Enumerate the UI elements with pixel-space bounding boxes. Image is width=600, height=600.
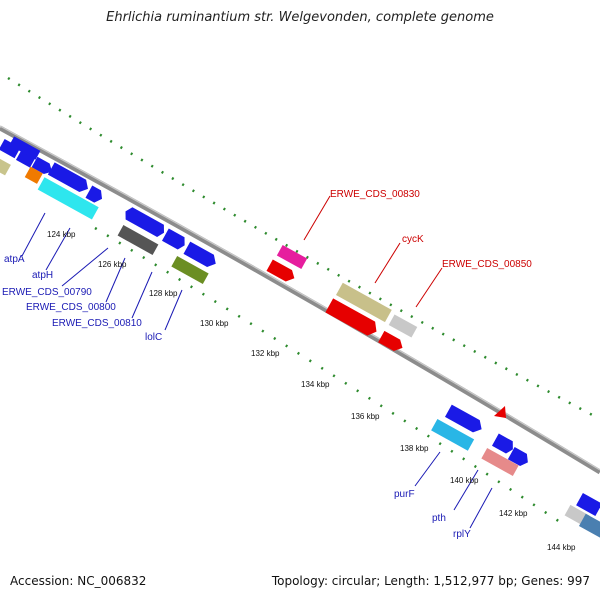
cds-feature — [31, 156, 53, 175]
tick-label: 140 kbp — [450, 476, 479, 485]
gene-label-00810: ERWE_CDS_00810 — [52, 318, 142, 329]
accession-text: Accession: NC_006832 — [10, 574, 147, 588]
gene-label-00790: ERWE_CDS_00790 — [2, 287, 92, 298]
tick-label: 138 kbp — [400, 444, 429, 453]
cds-feature — [325, 298, 377, 336]
cds-feature-rplY — [481, 448, 519, 476]
inner-dotted-track — [94, 226, 561, 524]
cds-feature — [183, 241, 216, 267]
cds-feature — [378, 330, 403, 352]
gene-label-atpH: atpH — [32, 270, 53, 281]
forward-strand-cds — [0, 136, 600, 541]
cds-feature — [24, 166, 43, 184]
cds-feature-purF — [431, 419, 475, 451]
tick-label: 136 kbp — [351, 412, 380, 421]
gene-label-00830: ERWE_CDS_00830 — [330, 189, 420, 200]
leader-lines-blue — [21, 212, 493, 529]
gene-label-atpA: atpA — [4, 254, 25, 265]
cds-feature — [494, 406, 506, 418]
cds-feature — [161, 228, 185, 250]
topology-text: Topology: circular; Length: 1,512,977 bp… — [271, 574, 590, 588]
cds-feature — [125, 207, 164, 237]
cds-feature — [578, 513, 600, 541]
cds-feature — [85, 185, 102, 203]
tick-label: 130 kbp — [200, 319, 229, 328]
map-title: Ehrlichia ruminantium str. Welgevonden, … — [106, 10, 494, 25]
outer-dotted-track — [7, 76, 599, 420]
gene-label-purF: purF — [394, 489, 415, 500]
gene-label-pth: pth — [432, 513, 446, 524]
genome-backbone-highlight — [0, 125, 600, 471]
cds-feature-00800 — [117, 225, 159, 255]
cds-feature-atpA — [37, 177, 99, 220]
cds-feature-lolC — [171, 256, 209, 284]
gene-label-rplY: rplY — [453, 529, 471, 540]
cds-feature — [0, 156, 11, 176]
cds-feature-00830 — [276, 244, 308, 270]
cds-feature — [576, 493, 600, 516]
cds-feature — [9, 136, 41, 160]
leader-lines-red — [303, 195, 443, 308]
cds-feature — [266, 259, 295, 282]
cds-feature — [491, 433, 513, 454]
cds-feature — [15, 149, 36, 168]
gene-label-lolC: lolC — [145, 332, 162, 343]
gene-label-00850: ERWE_CDS_00850 — [442, 259, 532, 270]
cds-feature — [507, 447, 528, 467]
tick-label: 132 kbp — [251, 349, 280, 358]
tick-label: 144 kbp — [547, 543, 576, 552]
cds-feature-00850 — [388, 314, 418, 338]
cds-feature — [444, 404, 482, 433]
gene-label-cycK: cycK — [402, 234, 424, 245]
cds-feature — [47, 162, 88, 193]
tick-label: 126 kbp — [98, 260, 127, 269]
tick-label: 128 kbp — [149, 289, 178, 298]
tick-label: 142 kbp — [499, 509, 528, 518]
tick-label: 134 kbp — [301, 380, 330, 389]
genome-backbone — [0, 125, 600, 475]
cds-feature — [0, 139, 21, 159]
tick-label: 124 kbp — [47, 230, 76, 239]
cds-feature-cycK — [335, 282, 392, 323]
gene-label-00800: ERWE_CDS_00800 — [26, 302, 116, 313]
